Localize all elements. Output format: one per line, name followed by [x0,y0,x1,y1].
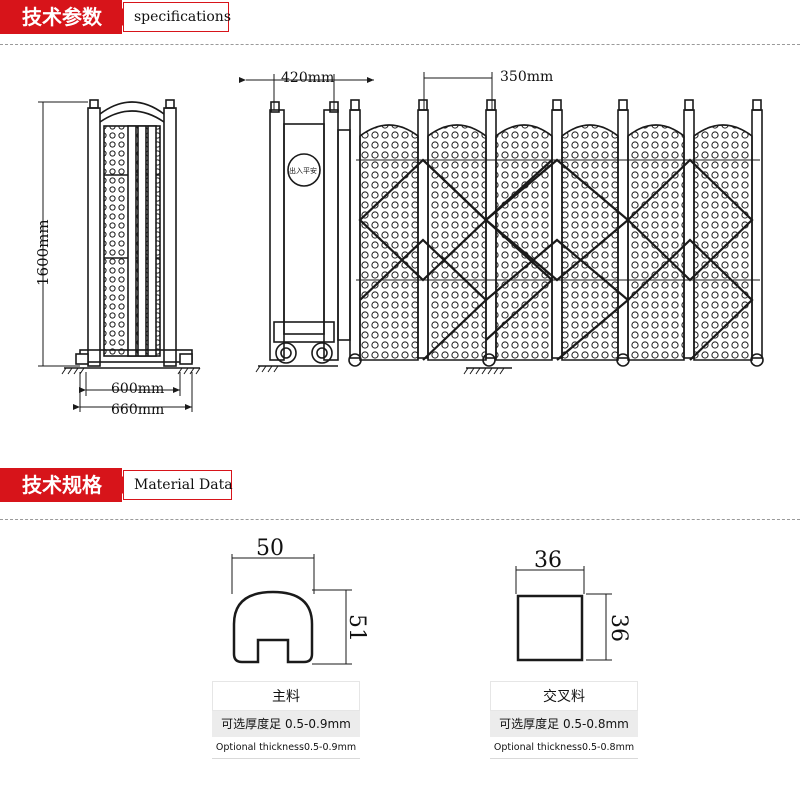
folding-sections [348,99,764,367]
outer-width-dimension-label: 660mm [111,402,164,418]
main-profile-height: 51 [344,614,369,642]
gate-side-view [38,99,201,412]
section-title-en-2: Material Data [114,470,233,500]
cross-profile-drawing [515,566,612,662]
section-title-en: specifications [114,2,231,32]
profile-drawings: 50 51 36 36 [231,536,631,665]
cross-profile-name: 交叉料 [490,681,638,711]
main-profile-width: 50 [256,536,284,561]
inner-width-dimension-label: 600mm [111,381,164,397]
separator-line [0,44,800,45]
main-profile-table: 主料 可选厚度足 0.5-0.9mm Optional thickness0.5… [212,681,360,759]
main-profile-spec-en: Optional thickness0.5-0.9mm [212,737,360,759]
head-width-dimension-label: 420mm [281,70,334,86]
section-title-cn: 技术参数 [0,0,122,34]
section-title-cn-2: 技术规格 [0,468,122,502]
section-width-dimension-label: 350mm [500,69,553,85]
cross-profile-width: 36 [534,548,562,573]
gate-technical-drawing: 1600mm 600mm 660mm [34,69,764,418]
main-profile-spec: 可选厚度足 0.5-0.9mm [212,711,360,737]
main-profile-name: 主料 [212,681,360,711]
plate-text: 出入平安 [289,166,317,175]
gate-front-view [239,72,764,375]
cross-profile-table: 交叉料 可选厚度足 0.5-0.8mm Optional thickness0.… [490,681,638,759]
main-profile-drawing [231,554,352,665]
height-dimension-label: 1600mm [34,219,52,286]
cross-profile-spec-en: Optional thickness0.5-0.8mm [490,737,638,759]
cross-profile-spec: 可选厚度足 0.5-0.8mm [490,711,638,737]
separator-line-2 [0,519,800,520]
cross-profile-height: 36 [606,614,631,642]
